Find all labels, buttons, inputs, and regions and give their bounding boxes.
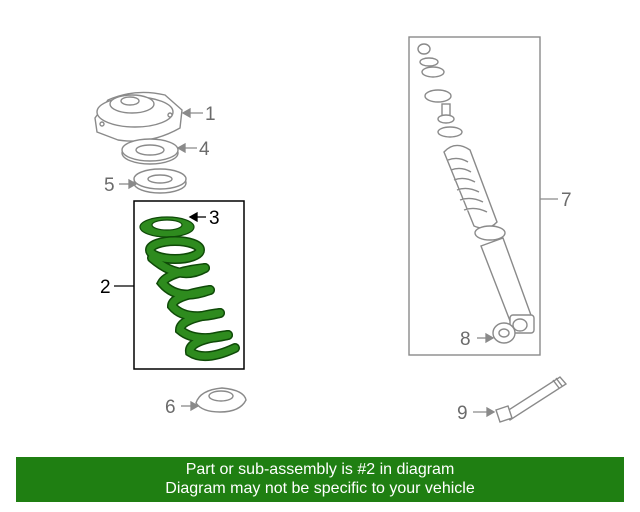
part-9-bolt[interactable]	[495, 376, 568, 423]
callout-1: 1	[205, 104, 216, 125]
callout-7: 7	[561, 190, 572, 211]
leader-lines-dark	[114, 211, 206, 287]
leader-lines	[119, 107, 558, 418]
part-6-lower-seat[interactable]	[195, 387, 247, 413]
part-4-bearing[interactable]	[121, 138, 179, 165]
callout-3: 3	[209, 208, 220, 229]
part-5-spring-seat[interactable]	[133, 168, 187, 194]
banner-line-1: Part or sub-assembly is #2 in diagram	[185, 461, 455, 478]
part-7-shock-absorber[interactable]	[417, 43, 535, 334]
part-3-insulator[interactable]	[139, 216, 195, 238]
shock-absorber-box	[408, 36, 541, 356]
banner-line-2: Diagram may not be specific to your vehi…	[165, 480, 475, 497]
info-banner: Part or sub-assembly is #2 in diagram Di…	[16, 457, 624, 502]
part-1-strut-mount[interactable]	[94, 91, 183, 142]
callout-8: 8	[460, 329, 471, 350]
highlight-box	[133, 200, 245, 370]
callout-6: 6	[165, 397, 176, 418]
callout-2: 2	[100, 277, 111, 298]
callout-9: 9	[457, 403, 468, 424]
callout-5: 5	[104, 175, 115, 196]
callout-4: 4	[199, 139, 210, 160]
part-8-bushing[interactable]	[492, 322, 516, 344]
